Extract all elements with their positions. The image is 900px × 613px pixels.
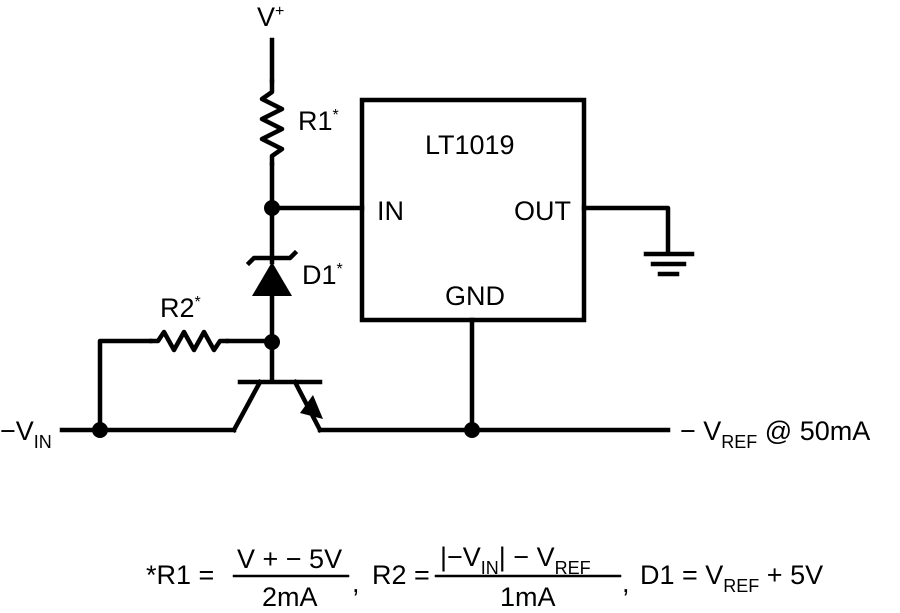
ic-gnd-label: GND — [445, 281, 505, 311]
d1-formula: D1 = VREF + 5V — [640, 560, 823, 596]
r1-resistor — [259, 77, 285, 168]
formula-separator-2: , — [622, 568, 630, 598]
input-label: −VIN — [0, 416, 52, 452]
r1-formula-denominator: 2mA — [262, 582, 318, 612]
r2-left-wire — [97, 338, 153, 431]
zener-diode — [252, 262, 292, 296]
transistor-collector — [230, 378, 264, 434]
ic-part-label: LT1019 — [425, 130, 515, 160]
formula-separator-1: , — [352, 568, 360, 598]
ic-in-label: IN — [377, 196, 404, 226]
zener-bar — [245, 249, 299, 267]
r2-formula-numerator: |−VIN| − VREF — [440, 542, 591, 578]
out-pin-wire — [581, 205, 671, 255]
footnote-formula: *R1 = V + − 5V 2mA , R2 = |−VIN| − VREF … — [146, 542, 823, 612]
r1-formula-numerator: V + − 5V — [237, 544, 342, 574]
output-label: − VREF @ 50mA — [680, 416, 870, 452]
r1-formula-lead: *R1 = — [146, 560, 214, 590]
r1-label: R1* — [298, 106, 339, 136]
r2-formula-lead: R2 = — [372, 560, 430, 590]
d1-label: D1* — [302, 260, 343, 290]
r2-formula-denominator: 1mA — [500, 582, 556, 612]
emitter-arrow — [300, 395, 323, 419]
r2-label: R2* — [160, 293, 201, 323]
r2-resistor — [147, 329, 231, 353]
node-vin — [92, 422, 108, 438]
ic-out-label: OUT — [514, 196, 571, 226]
supply-label: V+ — [257, 2, 284, 32]
ground-symbol — [643, 251, 695, 277]
